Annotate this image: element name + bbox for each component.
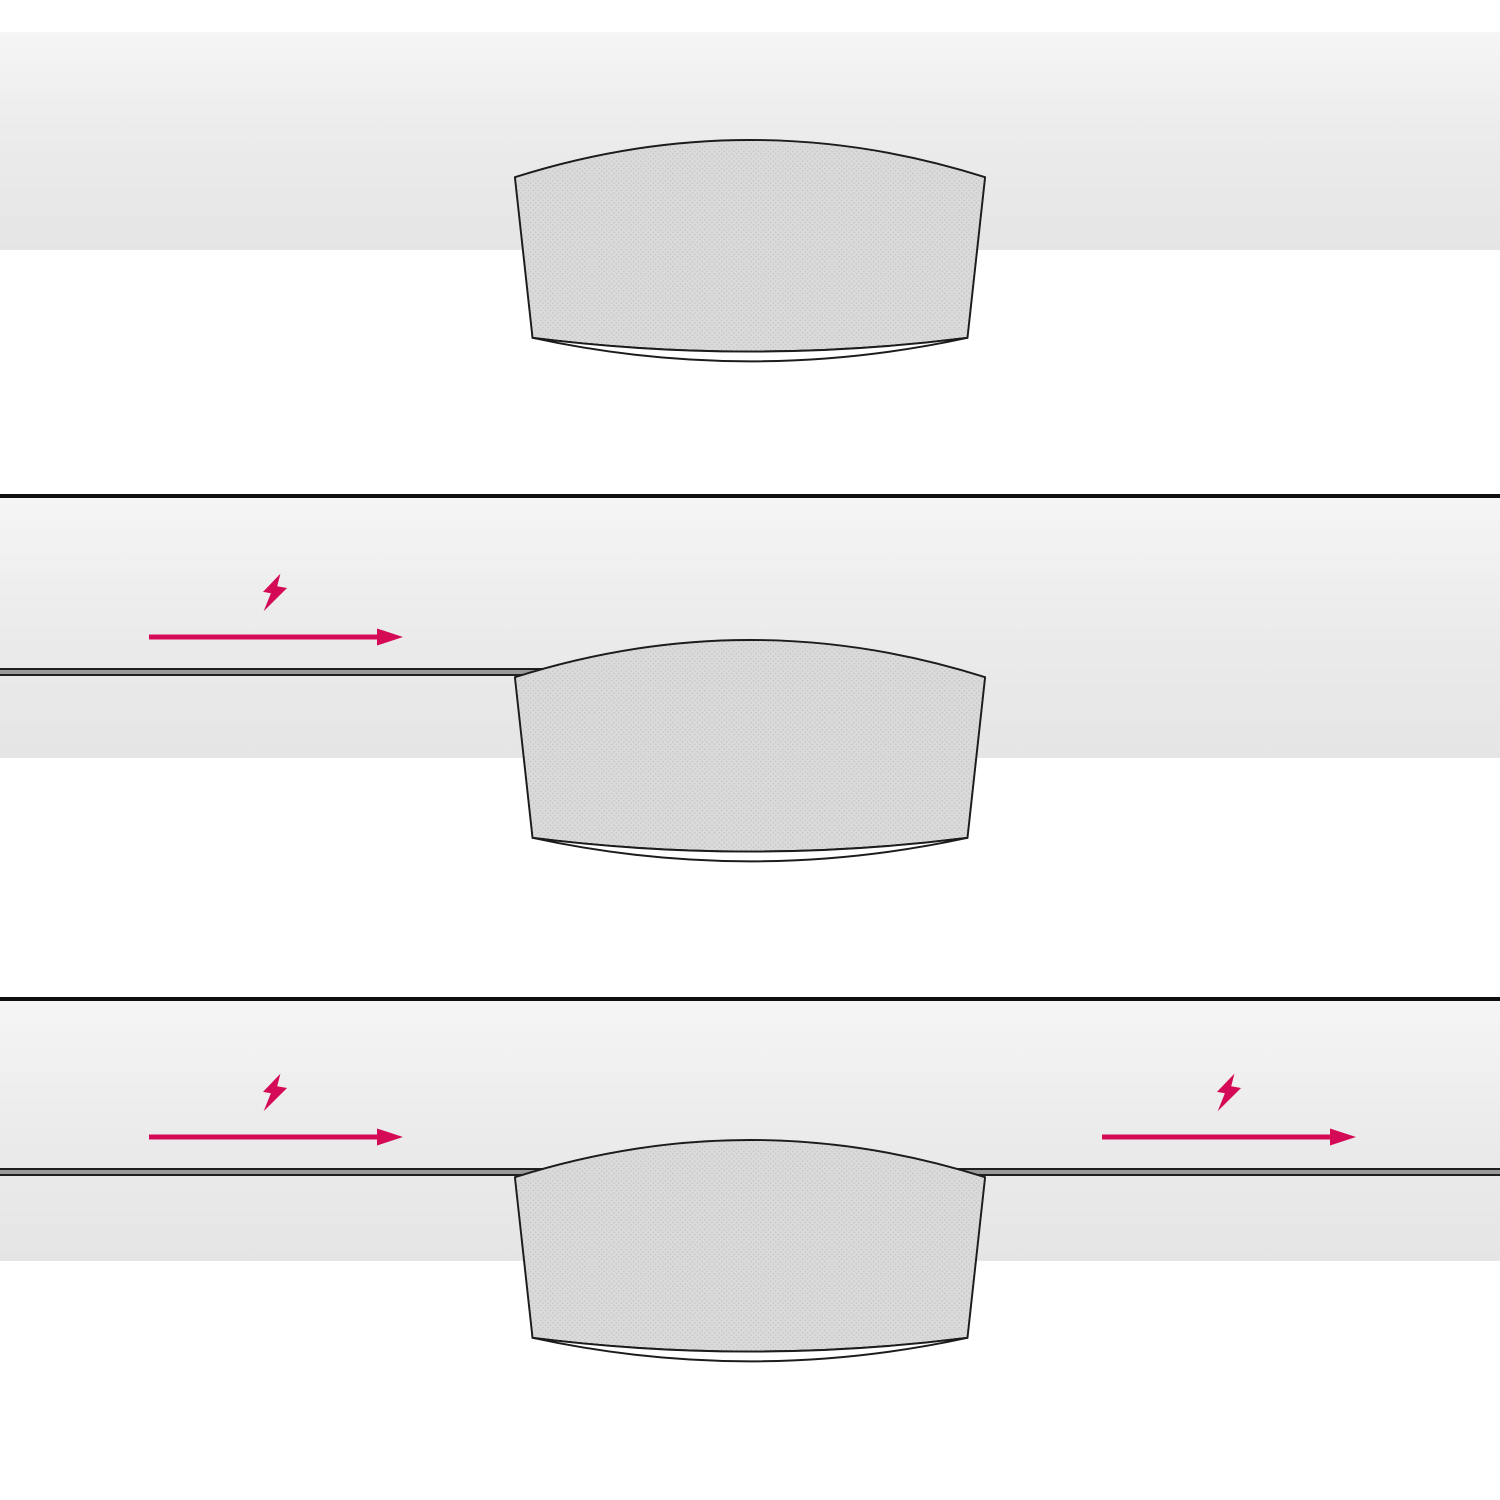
lampshade-fabric-body [513,139,987,353]
panel-cable-pass-through [0,1001,1500,1500]
power-direction-arrow-icon [149,1128,403,1146]
lampshade-bottom-diffuser [531,1336,969,1363]
power-direction-arrow-icon [149,628,403,646]
panel-cable-from-left [0,498,1500,997]
panel-separator [0,494,1500,498]
power-cable-left [0,668,820,676]
power-direction-arrow-icon [1102,1128,1356,1146]
lampshade-bottom-diffuser [531,836,969,863]
drum-ceiling-lampshade [513,1139,987,1363]
lightning-bolt-icon [263,1073,288,1112]
lightning-bolt-icon [1217,1073,1242,1112]
lampshade-fabric-body [513,639,987,853]
lampshade-bottom-diffuser [531,336,969,363]
panel-no-cable [0,0,1500,494]
lightning-bolt-icon [263,573,288,612]
drum-ceiling-lampshade [513,139,987,363]
drum-ceiling-lampshade [513,639,987,863]
lampshade-fabric-body [513,1139,987,1353]
panel-separator [0,997,1500,1001]
